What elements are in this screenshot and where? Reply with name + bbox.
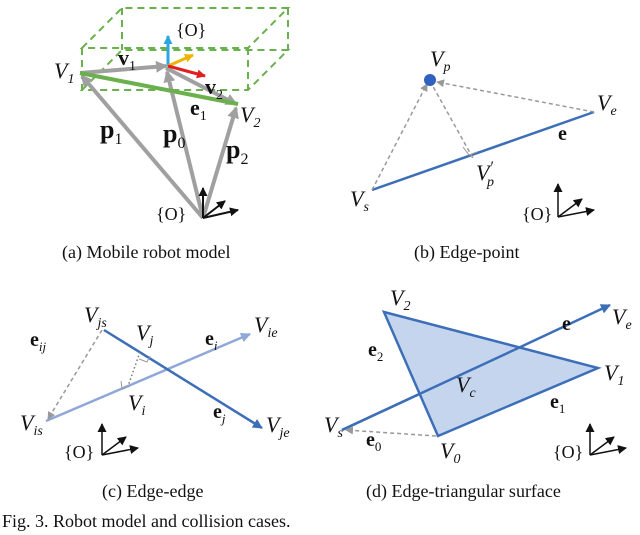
p2-vector [201,106,239,219]
frame-label-c: {O} [64,442,94,462]
p1-label: p1 [100,115,122,148]
v1-vector-label: v1 [118,45,136,74]
vp-prime-label: V′p [476,159,494,190]
v2-vertex-label: V2 [240,102,260,131]
world-frame-d [585,423,627,456]
v1-label-d: V1 [604,360,624,389]
edge-e [371,110,595,192]
v2-vector [165,66,238,106]
frame-label-d: {O} [553,442,583,462]
figure-caption: Fig. 3. Robot model and collision cases. [2,511,290,531]
world-frame-a [198,187,239,219]
e1-label: e1 [190,95,207,124]
vje-label: Vje [266,412,290,441]
robot-links [79,60,239,220]
robot-bounding-box [79,7,291,91]
v2-label-d: V2 [390,285,410,314]
panel-a: {O} {O} V1 V2 v1 v2 e1 p1 p0 p2 (a) Mobi… [54,7,291,263]
ei-label: ei [205,328,218,353]
v1-vector [79,60,168,75]
vc-label: Vc [456,372,476,401]
edge-ej [103,328,263,430]
v2-vector-label: v2 [205,74,223,103]
p2-label: p2 [226,135,248,168]
vie-label: Vie [254,312,278,341]
e-label-d: e [562,313,571,335]
v1-label: V1 [54,58,74,87]
panel-c: Vjs Vj Vi Vis Vie Vje eij ei ej {O} (c) … [20,302,290,502]
triangle-surface [381,310,602,438]
right-angle-mark [462,146,478,156]
dashed-ve-vp [436,79,595,113]
panel-d: V2 V1 V0 Vc Vs Ve e e2 e1 e0 {O} (d) Edg… [324,285,632,502]
vs-label-d: Vs [324,412,343,441]
ve-label: Ve [597,90,617,119]
edge-e-front [513,303,611,352]
edge-e-through [341,348,515,432]
caption-a: (a) Mobile robot model [62,242,230,263]
dashed-e0 [345,426,437,437]
p0-label: p0 [163,119,185,152]
right-angle-mark-j [138,355,151,363]
dashed-perpendicular [429,80,475,161]
e2-label: e2 [368,339,383,364]
edge-ei [45,332,251,423]
e0-label: e0 [366,429,381,454]
caption-b: (b) Edge-point [414,242,519,263]
v0-label-d: V0 [440,438,460,467]
local-axis-y [167,53,194,68]
p0-vector [163,70,205,219]
e-label: e [558,123,567,145]
frame-label-b: {O} [522,204,552,224]
ve-label-d: Ve [612,304,632,333]
e1-label-d: e1 [550,391,565,416]
p1-vector [80,74,205,220]
panel-b: Vp Ve Vs V′p e {O} (b) Edge-point [350,46,617,263]
dashed-vs-vp [371,83,428,191]
world-frame-b [553,183,595,218]
vjs-label: Vjs [84,302,107,331]
vis-label: Vis [20,410,43,439]
vp-label: Vp [430,46,450,75]
right-angle-mark-i [120,380,131,390]
local-frame-label: {O} [176,20,206,40]
caption-c: (c) Edge-edge [102,481,203,502]
world-frame-c [97,423,139,456]
ej-label: ej [213,401,226,426]
vj-label: Vj [136,320,153,349]
local-axis-x [167,64,206,79]
vi-label: Vi [128,390,145,419]
dashed-eij [47,329,103,420]
caption-d: (d) Edge-triangular surface [366,481,561,502]
vs-label: Vs [350,186,369,215]
point-vp [424,74,436,86]
eij-label: eij [30,329,47,354]
edge-e1 [79,71,239,106]
world-frame-label: {O} [156,204,186,224]
